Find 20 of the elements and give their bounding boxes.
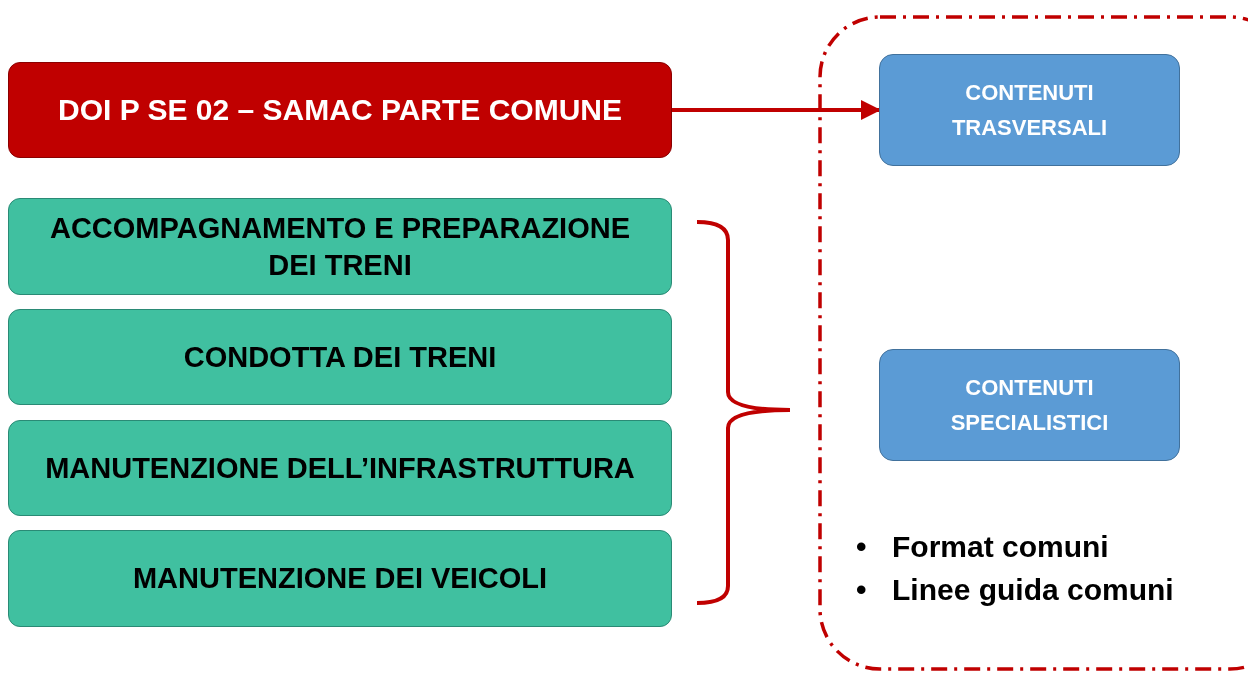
box-label: ACCOMPAGNAMENTO E PREPARAZIONE DEI TRENI [49,211,631,283]
content-box [879,54,1180,166]
box-label: CONDOTTA DEI TRENI [183,339,497,375]
group-frame [818,15,1248,671]
bullet-marker: • [856,529,868,565]
box-label: DOI P SE 02 – SAMAC PARTE COMUNE [58,93,622,127]
arrow [672,100,881,120]
process-box [8,420,672,516]
content-box [879,349,1180,461]
box-label: MANUTENZIONE DELL’INFRASTRUTTURA [45,450,635,486]
process-box [8,198,672,295]
box-label: CONTENUTI TRASVERSALI [950,78,1109,142]
bullet-item: Format comuni [892,529,1110,565]
bullet-item: Linee guida comuni [892,572,1174,608]
bullet-marker: • [856,572,868,608]
title-box [8,62,672,158]
process-box [8,309,672,405]
box-label: CONTENUTI SPECIALISTICI [949,373,1110,437]
box-label: MANUTENZIONE DEI VEICOLI [132,561,548,597]
process-box [8,530,672,627]
